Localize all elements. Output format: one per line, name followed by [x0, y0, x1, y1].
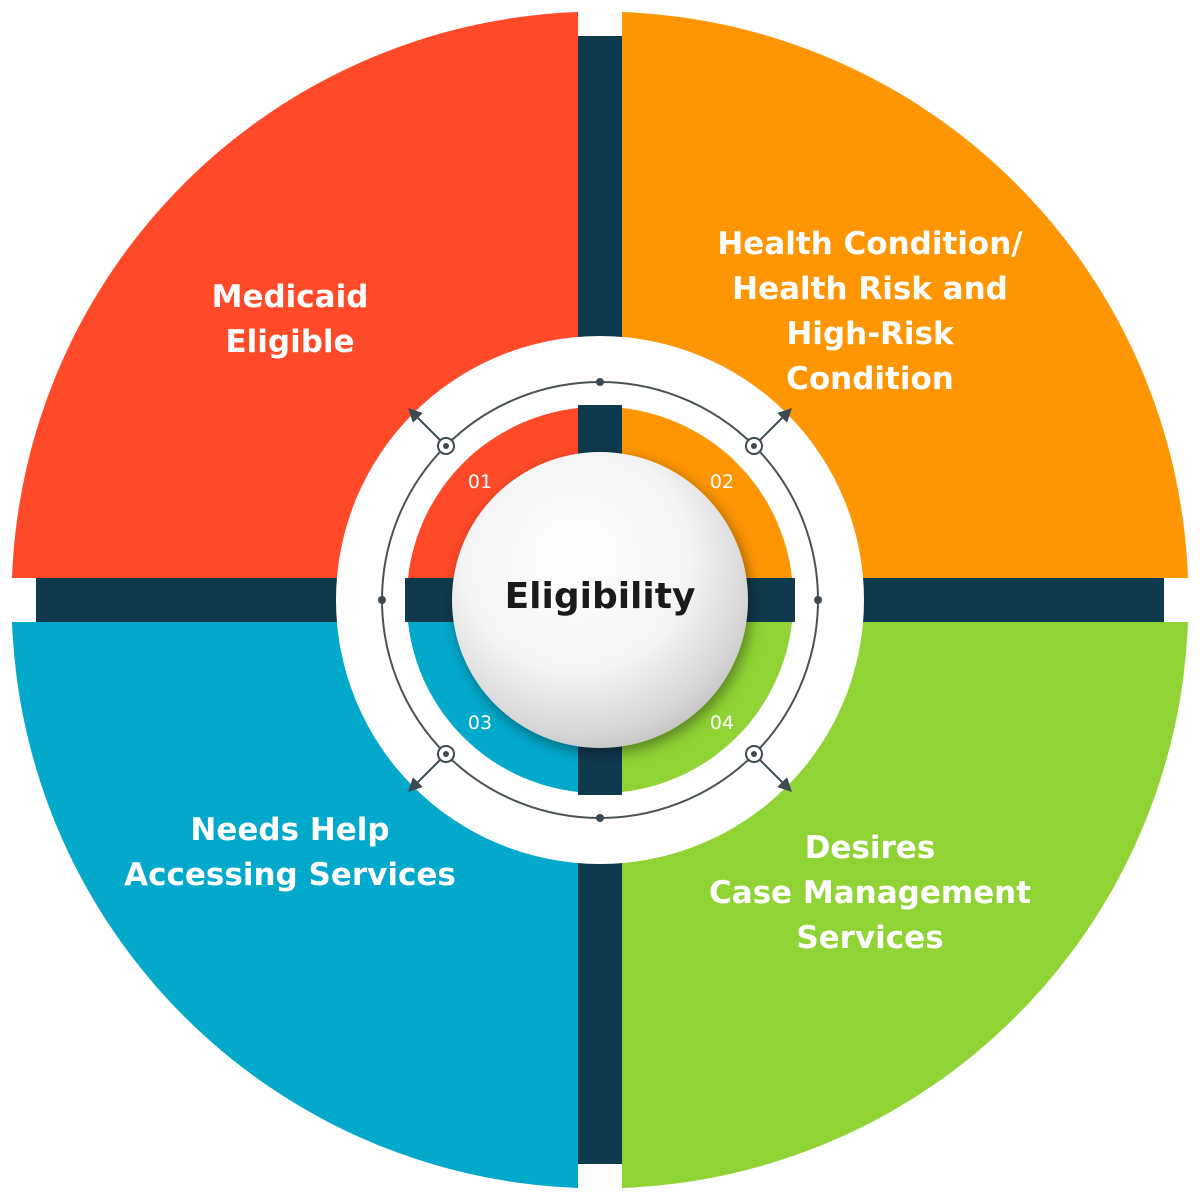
center-title: Eligibility	[504, 576, 696, 617]
quadrant-4-line-1: Desires	[804, 830, 936, 866]
quadrant-2-number: 02	[709, 471, 735, 493]
quadrant-2-label: Health Condition/ Health Risk and High-R…	[660, 222, 1080, 402]
arrow-q3	[408, 745, 455, 792]
quadrant-4-label: Desires Case Management Services	[660, 826, 1080, 961]
ring-dot-bottom	[596, 814, 604, 822]
arrow-q1	[408, 408, 455, 455]
ring-dot-top	[596, 378, 604, 386]
quadrant-4-number: 04	[709, 712, 735, 734]
quadrant-2-line-1: Health Condition/	[717, 226, 1023, 262]
quadrant-3-number: 03	[467, 712, 493, 734]
quadrant-3-line-1: Needs Help	[190, 812, 390, 848]
arrow-q4	[745, 745, 792, 792]
arrow-q2	[745, 408, 792, 455]
quadrant-3-line-2: Accessing Services	[124, 857, 456, 893]
quadrant-1-line-2: Eligible	[225, 324, 355, 360]
quadrant-2-line-4: Condition	[786, 361, 954, 397]
quadrant-1-label: Medicaid Eligible	[140, 275, 440, 365]
quadrant-4-line-3: Services	[796, 920, 944, 956]
ring-dot-left	[378, 596, 386, 604]
ring-dot-right	[814, 596, 822, 604]
quadrant-1-line-1: Medicaid	[211, 279, 369, 315]
quadrant-3-label: Needs Help Accessing Services	[90, 808, 490, 898]
center-sphere	[452, 452, 748, 748]
quadrant-4-line-2: Case Management	[708, 875, 1032, 911]
quadrant-2-line-3: High-Risk	[786, 316, 954, 352]
quadrant-1-number: 01	[467, 471, 493, 493]
quadrant-2-line-2: Health Risk and	[732, 271, 1008, 307]
